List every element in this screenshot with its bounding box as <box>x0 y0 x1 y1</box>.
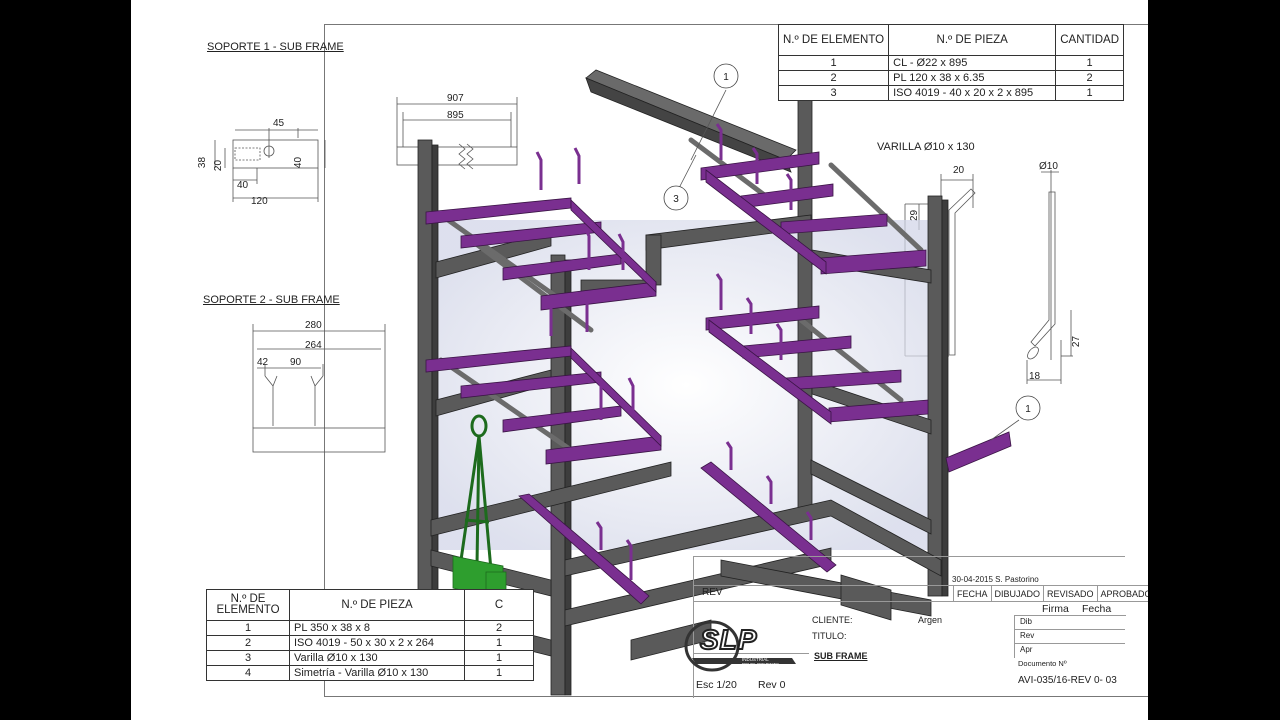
post-center-front <box>550 254 566 696</box>
row-apr: Apr <box>1020 645 1033 654</box>
isometric-assembly-view: 1 3 1 <box>417 63 1041 696</box>
logo-text: SLP <box>699 623 758 656</box>
soporte1-detail-drawing <box>214 128 326 202</box>
soporte2-title: SOPORTE 2 - SUB FRAME <box>203 294 340 306</box>
green-lift-beam <box>459 414 493 571</box>
bom-bottom-cell: Varilla Ø10 x 130 <box>289 650 465 666</box>
post-right-front <box>927 195 943 597</box>
balloon-3-label: 3 <box>673 194 679 205</box>
bom-bottom-header-cant: C <box>464 589 534 621</box>
bom-bottom-cell: 2 <box>464 620 534 636</box>
bom-top-table: N.º DE ELEMENTO N.º DE PIEZA CANTIDAD 1 … <box>777 24 1124 101</box>
purple-bracket-group <box>425 151 1012 605</box>
bom-bottom-cell: 1 <box>206 620 290 636</box>
fecha-label: Fecha <box>1082 603 1112 615</box>
bom-bottom-cell: 1 <box>464 665 534 681</box>
drawing-border <box>324 24 1148 697</box>
scale-label: Esc 1/20 <box>696 679 737 691</box>
bom-top-cell: PL 120 x 38 x 6.35 <box>888 70 1057 86</box>
doc-label: Documento Nº <box>1018 659 1067 668</box>
drawing-sheet: SOPORTE 1 - SUB FRAME 45 38 20 40 40 120… <box>131 0 1148 720</box>
approval-header-cell: REVISADO <box>1043 585 1098 602</box>
approval-header-cell: DIBUJADO <box>990 585 1045 602</box>
balloon-1-right <box>1015 395 1041 421</box>
bom-top-header-elem: N.º DE ELEMENTO <box>777 24 890 56</box>
table-row: 4 Simetría - Varilla Ø10 x 130 1 <box>206 665 534 681</box>
soporte2-detail-drawing <box>252 324 386 453</box>
bom-top-cell: 1 <box>777 55 890 71</box>
bom-bottom-cell: ISO 4019 - 50 x 30 x 2 x 264 <box>289 635 465 651</box>
bom-bottom-header-pieza: N.º DE PIEZA <box>289 589 465 621</box>
logo-subtext: INDUSTRIAL DEVELOPMENTS <box>742 657 780 667</box>
balloon-1-top <box>713 63 739 89</box>
bom-top-cell: 2 <box>1055 70 1124 86</box>
balloon-3 <box>663 185 689 211</box>
bom-bottom-cell: 2 <box>206 635 290 651</box>
varilla-dim-e: 18 <box>1029 371 1041 382</box>
row-rev: Rev <box>1020 631 1035 640</box>
row-dib: Dib <box>1020 617 1033 626</box>
length-view-drawing <box>396 97 518 170</box>
bom-top-cell: CL - Ø22 x 895 <box>888 55 1057 71</box>
approval-header-cell: APROBADO <box>1096 585 1148 602</box>
table-row: 1 PL 350 x 38 x 8 2 <box>206 620 534 636</box>
company-logo: SLP INDUSTRIAL DEVELOPMENTS <box>682 618 802 674</box>
post-back-right <box>797 87 813 509</box>
varilla-dim-c: Ø10 <box>1039 161 1058 172</box>
varilla-dim-a: 20 <box>953 165 965 176</box>
cliente-value: Argen <box>918 615 943 625</box>
date-author: 30-04-2015 S. Pastorino <box>952 575 1039 584</box>
bom-bottom-cell: 3 <box>206 650 290 666</box>
soporte1-dim-c: 45 <box>273 118 285 129</box>
varilla-title: VARILLA Ø10 x 130 <box>877 141 975 153</box>
table-row: 3 Varilla Ø10 x 130 1 <box>206 650 534 666</box>
table-row: 3 ISO 4019 - 40 x 20 x 2 x 895 1 <box>777 85 1124 101</box>
length-dim-a: 907 <box>447 93 464 104</box>
bom-bottom-table: N.º DE ELEMENTO N.º DE PIEZA C 1 PL 350 … <box>206 589 534 681</box>
balloon-1-right-label: 1 <box>1025 404 1031 415</box>
bom-bottom-cell: 4 <box>206 665 290 681</box>
soporte2-dim-d: 90 <box>290 357 302 368</box>
bom-top-cell: 2 <box>777 70 890 86</box>
bom-bottom-header-elem: N.º DE ELEMENTO <box>206 589 290 621</box>
bom-top-cell: 1 <box>1055 85 1124 101</box>
titulo-label: TITULO: <box>812 631 847 641</box>
bom-top-header-pieza: N.º DE PIEZA <box>888 24 1057 56</box>
approval-header-cell: FECHA <box>953 585 992 602</box>
bom-top-cell: 3 <box>777 85 890 101</box>
table-row: 1 CL - Ø22 x 895 1 <box>777 55 1124 71</box>
soporte2-dim-c: 42 <box>257 357 269 368</box>
soporte2-dim-a: 280 <box>305 320 322 331</box>
bom-top-cell: 1 <box>1055 55 1124 71</box>
rev-value: Rev 0 <box>758 679 786 691</box>
table-row: 2 ISO 4019 - 50 x 30 x 2 x 264 1 <box>206 635 534 651</box>
length-dim-b: 895 <box>447 110 464 121</box>
bom-top-header-cant: CANTIDAD <box>1055 24 1124 56</box>
soporte2-dim-b: 264 <box>305 340 322 351</box>
cliente-label: CLIENTE: <box>812 615 853 625</box>
soporte1-dim-g: 40 <box>237 180 249 191</box>
titulo-value: SUB FRAME <box>814 651 868 661</box>
bom-top-cell: ISO 4019 - 40 x 20 x 2 x 895 <box>888 85 1057 101</box>
table-row: 2 PL 120 x 38 x 6.35 2 <box>777 70 1124 86</box>
bom-bottom-cell: PL 350 x 38 x 8 <box>289 620 465 636</box>
bom-bottom-cell: Simetría - Varilla Ø10 x 130 <box>289 665 465 681</box>
approval-header: FECHA DIBUJADO REVISADO APROBADO <box>953 585 1148 602</box>
bom-bottom-cell: 1 <box>464 650 534 666</box>
balloon-1-top-label: 1 <box>723 72 729 83</box>
soporte1-dim-h: 120 <box>251 196 268 207</box>
title-block: 30-04-2015 S. Pastorino FECHA DIBUJADO R… <box>693 556 1148 698</box>
post-left-front <box>417 139 433 611</box>
bom-bottom-cell: 1 <box>464 635 534 651</box>
soporte1-title: SOPORTE 1 - SUB FRAME <box>207 41 344 53</box>
rev-label: REV <box>702 587 723 598</box>
firma-label: Firma <box>1042 603 1069 615</box>
doc-value: AVI-035/16-REV 0- 03 <box>1018 675 1117 686</box>
